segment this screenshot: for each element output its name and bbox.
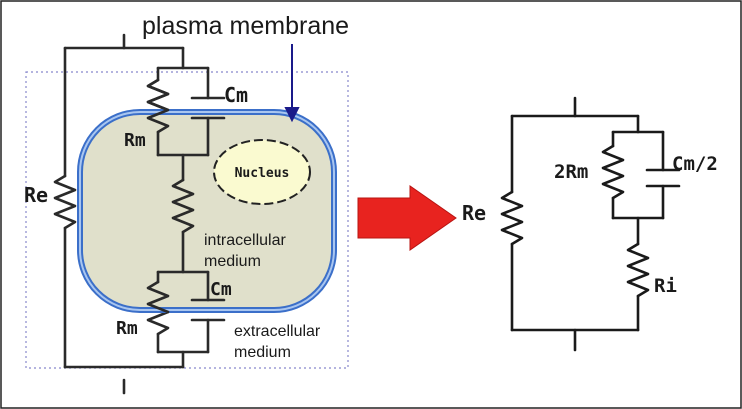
right-2rm-label: 2Rm [554, 161, 588, 183]
right-circuit-wires [500, 96, 681, 352]
plasma-membrane-label: plasma membrane [142, 12, 349, 40]
intracellular-label-line1: intracellular [204, 232, 286, 249]
extracellular-label-line2: medium [234, 344, 291, 361]
right-re-label: Re [462, 201, 486, 225]
cell-membrane-highlight [79, 111, 335, 311]
nucleus [213, 139, 311, 205]
right-ri-label: Ri [654, 275, 677, 297]
left-circuit-wires-over-cell [146, 78, 226, 314]
nucleus-label: Nucleus [235, 166, 290, 181]
left-rm-bottom-label: Rm [116, 318, 138, 339]
intracellular-label-line2: medium [204, 253, 261, 270]
left-re-label: Re [24, 183, 48, 207]
right-cm-half-label: Cm/2 [672, 153, 718, 175]
cell-model-dotted-box [25, 71, 349, 369]
left-cm-top-label: Cm [224, 83, 248, 107]
extracellular-label-line1: extracellular [234, 323, 321, 340]
left-rm-top-label: Rm [124, 130, 146, 151]
left-cm-bottom-label: Cm [210, 279, 232, 300]
transform-arrow [357, 185, 457, 251]
plasma-membrane-pointer [284, 44, 300, 123]
